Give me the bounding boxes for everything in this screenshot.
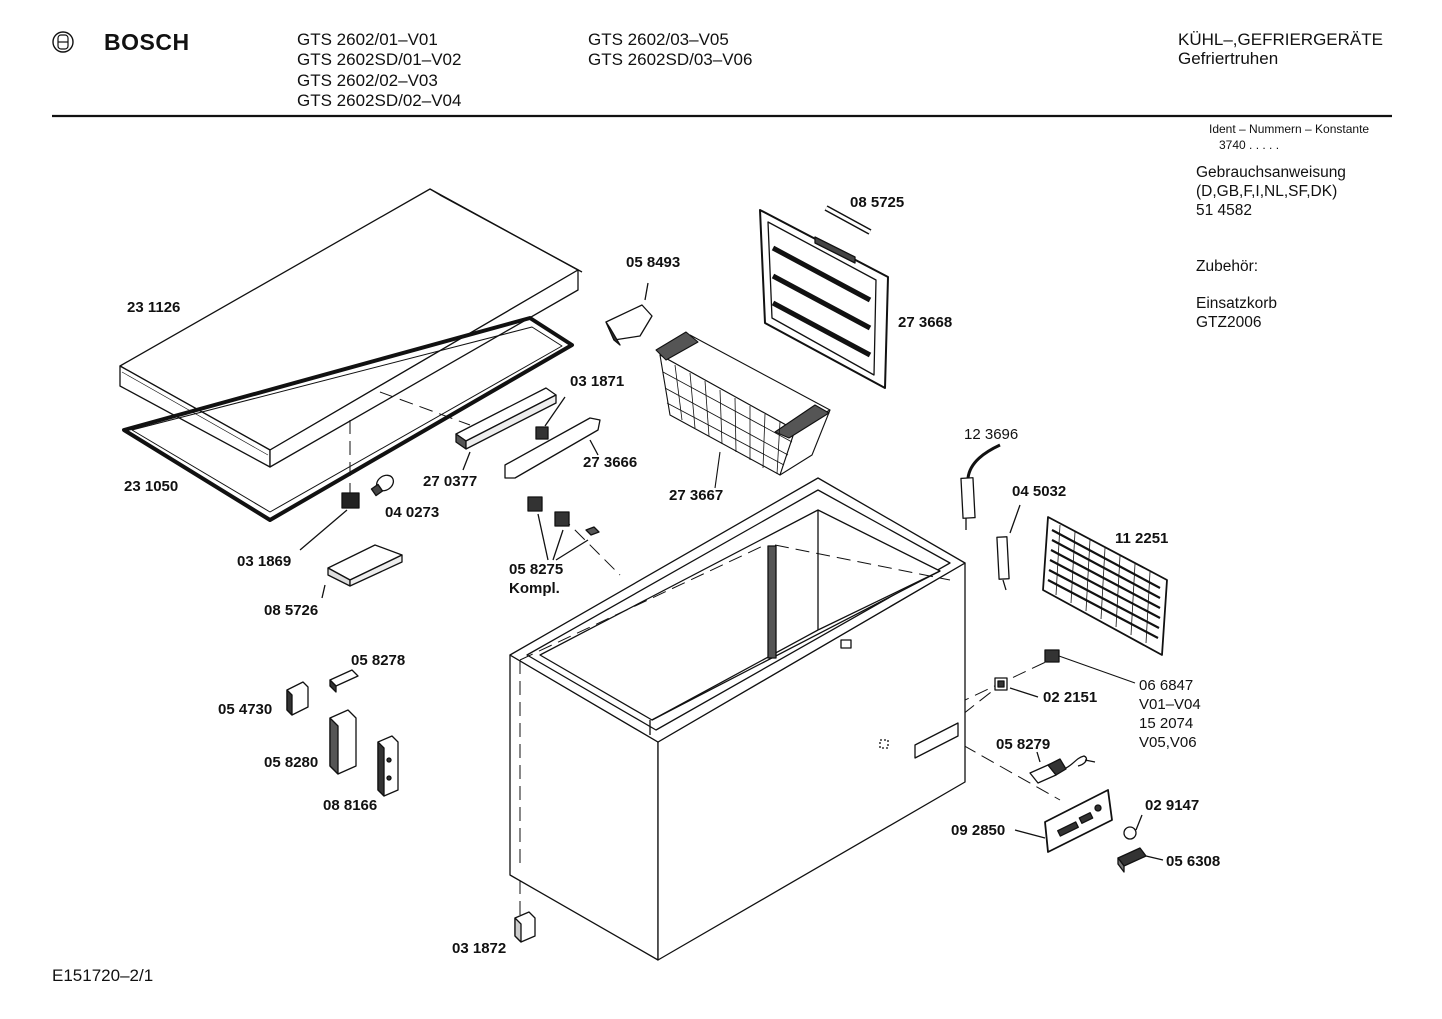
drawing-number: E151720–2/1 xyxy=(52,966,154,985)
brand-name: BOSCH xyxy=(104,29,190,55)
manual-title: Gebrauchsanweisung xyxy=(1196,164,1346,181)
part-label-switch-056308: 05 6308 xyxy=(1166,853,1221,870)
lid-drawing xyxy=(119,188,583,468)
category-title: KÜHL–,GEFRIERGERÄTE xyxy=(1178,30,1383,49)
part-label-lid: 23 1126 xyxy=(127,299,181,316)
part-label-handle-strip: 27 3666 xyxy=(583,454,638,471)
freezer-body-drawing xyxy=(509,477,966,961)
part-label-thermostat: 05 8279 xyxy=(996,736,1051,753)
hinge-cap-drawing xyxy=(605,282,653,346)
subcategory-title: Gefriertruhen xyxy=(1178,49,1279,68)
ident-value: 3740 . . . . . xyxy=(1219,138,1280,152)
control-panel-drawing xyxy=(1014,789,1113,853)
model-line-3: GTS 2602/02–V03 xyxy=(297,71,438,90)
part-label-lid-seal: 23 1050 xyxy=(124,478,179,495)
part-label-hinge-088166: 08 8166 xyxy=(323,797,378,814)
basket-drawing xyxy=(655,331,831,489)
clip-022151-drawing xyxy=(994,677,1039,698)
part-label-basket: 27 3667 xyxy=(669,487,724,504)
kit-drawing xyxy=(527,496,600,561)
handle-strip-drawing xyxy=(504,417,601,479)
part-label-connector-152074: 15 2074 xyxy=(1139,715,1194,732)
accessory-name: Einsatzkorb xyxy=(1196,295,1277,312)
connector-drawing xyxy=(1044,649,1136,684)
rod-drawing xyxy=(824,205,872,235)
part-label-connector-066847: 06 6847 xyxy=(1139,677,1194,694)
tray-drawing xyxy=(321,544,403,599)
part-label-kit: 05 8275 xyxy=(509,561,564,578)
part-label-divider: 27 3668 xyxy=(898,314,953,331)
lid-seal-drawing xyxy=(122,316,574,522)
part-label-panel: 09 2850 xyxy=(951,822,1006,839)
hinge-cover-054730-drawing xyxy=(286,681,309,716)
part-label-rod: 08 5725 xyxy=(850,194,905,211)
thermostat-drawing xyxy=(1029,751,1096,784)
model-line-1: GTS 2602/01–V01 xyxy=(297,30,438,49)
divider-drawing xyxy=(759,209,889,389)
foot-drawing xyxy=(514,911,536,943)
tube-drawing xyxy=(996,504,1021,591)
part-label-tray: 08 5726 xyxy=(264,602,319,619)
part-label-variant-1: V01–V04 xyxy=(1139,696,1201,713)
manual-languages: (D,GB,F,I,NL,SF,DK) xyxy=(1196,183,1338,200)
knob-drawing xyxy=(1123,814,1143,840)
model-line-4: GTS 2602SD/02–V04 xyxy=(297,91,462,110)
switch-drawing xyxy=(299,492,360,551)
manual-number: 51 4582 xyxy=(1196,202,1253,219)
bulb-drawing xyxy=(370,474,395,497)
model-line-5: GTS 2602/03–V05 xyxy=(588,30,729,49)
part-label-hinge-cap: 05 8493 xyxy=(626,254,681,271)
part-label-variant-2: V05,V06 xyxy=(1139,734,1197,751)
part-label-knob: 02 9147 xyxy=(1145,797,1200,814)
part-label-sensor: 12 3696 xyxy=(964,426,1019,443)
model-line-2: GTS 2602SD/01–V02 xyxy=(297,50,462,69)
part-label-clip-022151: 02 2151 xyxy=(1043,689,1098,706)
accessory-code: GTZ2006 xyxy=(1196,314,1262,331)
part-label-cover-058278: 05 8278 xyxy=(351,652,406,669)
part-label-foot: 03 1872 xyxy=(452,940,507,957)
part-label-tube: 04 5032 xyxy=(1012,483,1067,500)
hinge-058280-drawing xyxy=(329,709,357,775)
part-label-cover-054730: 05 4730 xyxy=(218,701,273,718)
hinge-088166-drawing xyxy=(377,735,399,797)
model-line-6: GTS 2602SD/03–V06 xyxy=(588,50,753,69)
bosch-armature-icon xyxy=(52,31,74,53)
part-label-hinge-058280: 05 8280 xyxy=(264,754,319,771)
part-label-switch-031869: 03 1869 xyxy=(237,553,292,570)
hinge-cover-058278-drawing xyxy=(329,669,359,693)
ident-label: Ident – Nummern – Konstante xyxy=(1209,122,1370,136)
lamp-holder-drawing xyxy=(455,387,557,471)
grille-drawing xyxy=(1042,516,1168,656)
part-label-bulb: 04 0273 xyxy=(385,504,440,521)
accessories-title: Zubehör: xyxy=(1196,258,1259,275)
part-label-grille: 11 2251 xyxy=(1115,530,1169,547)
switch-056308-drawing xyxy=(1117,847,1164,873)
sensor-drawing xyxy=(960,443,1001,530)
part-label-lamp-holder: 27 0377 xyxy=(423,473,478,490)
clip-drawing xyxy=(535,396,566,440)
part-label-clip-031871: 03 1871 xyxy=(570,373,625,390)
part-label-kit-suffix: Kompl. xyxy=(509,580,560,597)
